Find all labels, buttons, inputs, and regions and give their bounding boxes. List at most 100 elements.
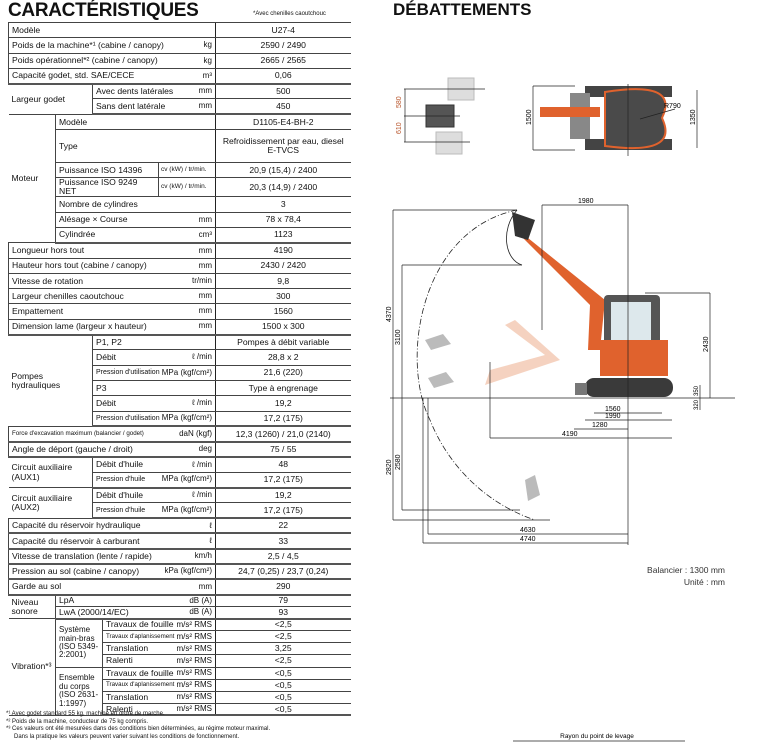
spec-unit: ℓ /min [192, 459, 212, 469]
spec-label-text: Poids opérationnel*² (cabine / canopy) [12, 55, 158, 66]
spec-label-text: Modèle [12, 24, 41, 35]
spec-label: Dimension lame (largeur x hauteur)mm [8, 318, 216, 336]
table-row: LwA (2000/14/EC)dB (A)93 [9, 606, 351, 620]
table-row: Vitesse de translation (lente / rapide)k… [8, 548, 351, 566]
spec-value: 17,2 (175) [215, 410, 351, 428]
spec-label-text: LpA [59, 595, 75, 606]
spec-label: Puissance ISO 14396 [55, 162, 159, 179]
spec-label-text: Dimension lame (largeur x hauteur) [12, 321, 147, 332]
spec-value: 20,9 (15,4) / 2400 [215, 162, 351, 179]
spec-unit: kg [203, 40, 212, 50]
group-vibration: Vibration*³ [8, 618, 56, 716]
dim-3100: 3100 [395, 329, 402, 345]
dim-1980: 1980 [578, 198, 594, 205]
offset-view: 580 610 [396, 77, 485, 155]
spec-label-text: Modèle [59, 116, 88, 127]
dim-4370: 4370 [386, 306, 393, 322]
spec-label-text: Poids de la machine*¹ (cabine / canopy) [12, 39, 164, 50]
dim-2430: 2430 [703, 336, 710, 352]
spec-value: D1105-E4-BH-2 [215, 113, 351, 131]
group-largeur-godet: Largeur godet [8, 83, 93, 115]
spec-unit: m/s² RMS [176, 655, 212, 665]
group-aux1: Circuit auxiliaire (AUX1) [8, 456, 93, 489]
spec-label-text: Ralenti [106, 655, 133, 666]
spec-value: 450 [215, 98, 351, 116]
dim-4740: 4740 [520, 536, 536, 543]
spec-unit: m/s² RMS [176, 619, 212, 629]
lifting-radius-label: Rayon du point de levage [560, 733, 634, 740]
spec-unit: kg [203, 55, 212, 65]
spec-value: 0,06 [215, 67, 351, 85]
spec-value: 24,7 (0,25) / 23,7 (0,24) [215, 563, 351, 581]
spec-label-text: Ralenti [106, 703, 133, 714]
spec-label: Modèle [55, 113, 216, 131]
dim-4630: 4630 [520, 527, 536, 534]
spec-unit: m/s² RMS [176, 692, 212, 702]
rubber-track-note: *Avec chenilles caoutchouc [253, 11, 326, 17]
group-main-bras: Système main-bras (ISO 5349-2:2001) [55, 618, 103, 668]
dim-580: 580 [396, 96, 403, 108]
spec-label-text: Capacité du réservoir à carburant [12, 535, 140, 546]
spec-value: 1123 [215, 226, 351, 244]
spec-label-text: Largeur chenilles caoutchouc [12, 290, 124, 301]
arm-length-caption: Balancier : 1300 mm [647, 565, 725, 575]
dim-1500: 1500 [526, 109, 533, 125]
spec-label-text: Travaux de fouille [106, 667, 174, 678]
spec-unit: deg [198, 444, 212, 454]
spec-label: Type [55, 129, 216, 164]
table-row: Pression d'huile MPa (kgf/cm²)17,2 (175) [9, 502, 351, 520]
spec-unit: MPa (kgf/cm²) [161, 505, 212, 515]
spec-label-text: Débit d'huile [96, 489, 144, 500]
spec-unit: ℓ /min [192, 398, 212, 408]
group-pompes: Pompes hydrauliques [8, 334, 93, 427]
spec-label-text: Angle de déport (gauche / droit) [12, 443, 133, 454]
spec-label-text: Pression d'huile [96, 475, 146, 483]
spec-label-text: Travaux d'aplanissement [106, 632, 175, 640]
spec-label-text: Translation [106, 643, 149, 654]
dim-4190: 4190 [562, 431, 578, 438]
spec-label-text: Avec dents latérales [96, 86, 174, 97]
spec-unit: dB (A) [189, 607, 212, 617]
spec-label-text: Pression d'huile [96, 506, 146, 514]
spec-value: 75 / 55 [215, 441, 351, 458]
spec-label-text: Sans dent latérale [96, 100, 166, 111]
footnote-3-cont: Dans la pratique les valeurs peuvent var… [14, 733, 240, 740]
unit-caption: Unité : mm [683, 577, 725, 587]
spec-unit: m/s² RMS [176, 631, 212, 641]
spec-value: 12,3 (1260) / 21,0 (2140) [215, 425, 351, 443]
page-title: CARACTÉRISTIQUES [8, 0, 199, 21]
spec-label-text: Vitesse de rotation [12, 275, 84, 286]
spec-unit: dB (A) [189, 595, 212, 605]
spec-unit: m/s² RMS [176, 679, 212, 689]
group-aux2: Circuit auxiliaire (AUX2) [8, 487, 93, 519]
table-row: Pression au sol (cabine / canopy)kPa (kg… [8, 563, 351, 581]
spec-unit: mm [198, 86, 212, 96]
spec-value: 17,2 (175) [215, 502, 351, 520]
side-view: 1980 4370 3100 2430 350 320 1560 1990 12… [386, 198, 735, 545]
spec-value: 93 [215, 606, 351, 620]
dim-320: 320 [694, 399, 700, 410]
spec-unit: m³ [202, 70, 212, 80]
swing-radius-label: R790 [664, 103, 681, 110]
spec-label-text: Alésage × Course [59, 214, 128, 225]
spec-label-text: Force d'excavation maximum (balancier / … [12, 429, 144, 437]
spec-label: Force d'excavation maximum (balancier / … [8, 425, 216, 443]
spec-label-text: Hauteur hors tout (cabine / canopy) [12, 260, 147, 271]
